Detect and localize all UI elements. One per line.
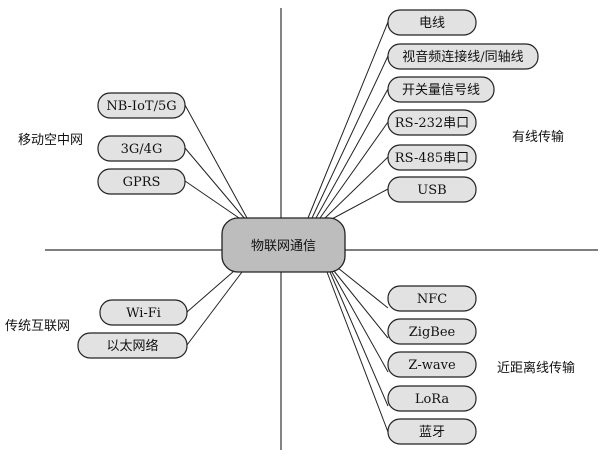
node-bluetooth: 蓝牙 bbox=[387, 418, 477, 445]
svg-text:3G/4G: 3G/4G bbox=[121, 142, 163, 157]
svg-text:LoRa: LoRa bbox=[415, 392, 450, 407]
center-node: 物联网通信 bbox=[221, 217, 346, 273]
node-zwave: Z-wave bbox=[387, 351, 477, 378]
node-rs485: RS-485串口 bbox=[387, 144, 477, 171]
node-lora: LoRa bbox=[387, 385, 477, 412]
svg-text:RS-485串口: RS-485串口 bbox=[395, 151, 469, 166]
svg-text:NFC: NFC bbox=[417, 292, 447, 307]
svg-text:RS-232串口: RS-232串口 bbox=[395, 116, 469, 131]
node-zigbee: ZigBee bbox=[387, 318, 477, 345]
node-usb: USB bbox=[387, 176, 477, 203]
node-gprs: GPRS bbox=[97, 168, 186, 195]
svg-text:USB: USB bbox=[417, 183, 446, 198]
svg-text:NB-IoT/5G: NB-IoT/5G bbox=[106, 99, 176, 114]
node-rs232: RS-232串口 bbox=[387, 109, 477, 136]
node-switch-signal: 开关量信号线 bbox=[387, 76, 495, 103]
svg-text:以太网络: 以太网络 bbox=[106, 338, 158, 354]
svg-text:ZigBee: ZigBee bbox=[409, 325, 456, 340]
svg-text:开关量信号线: 开关量信号线 bbox=[402, 83, 480, 98]
group-label-shortrange: 近距离线传输 bbox=[497, 360, 575, 376]
node-ethernet: 以太网络 bbox=[77, 332, 188, 359]
svg-text:Wi-Fi: Wi-Fi bbox=[126, 306, 161, 321]
svg-text:蓝牙: 蓝牙 bbox=[419, 425, 445, 440]
connectors bbox=[184, 21, 389, 433]
svg-text:Z-wave: Z-wave bbox=[408, 358, 456, 373]
group-label-internet: 传统互联网 bbox=[5, 319, 70, 334]
node-3g4g: 3G/4G bbox=[97, 135, 186, 162]
svg-text:GPRS: GPRS bbox=[123, 175, 161, 190]
node-nbiot: NB-IoT/5G bbox=[97, 92, 186, 119]
center-label: 物联网通信 bbox=[251, 239, 316, 254]
svg-text:视音频连接线/同轴线: 视音频连接线/同轴线 bbox=[402, 49, 523, 65]
group-label-mobile: 移动空中网 bbox=[18, 133, 83, 148]
group-label-wired: 有线传输 bbox=[512, 129, 564, 145]
svg-text:电线: 电线 bbox=[419, 16, 445, 31]
node-av-coax: 视音频连接线/同轴线 bbox=[387, 43, 539, 70]
node-power-line: 电线 bbox=[387, 9, 477, 36]
node-nfc: NFC bbox=[387, 285, 477, 312]
node-wifi: Wi-Fi bbox=[99, 299, 188, 326]
